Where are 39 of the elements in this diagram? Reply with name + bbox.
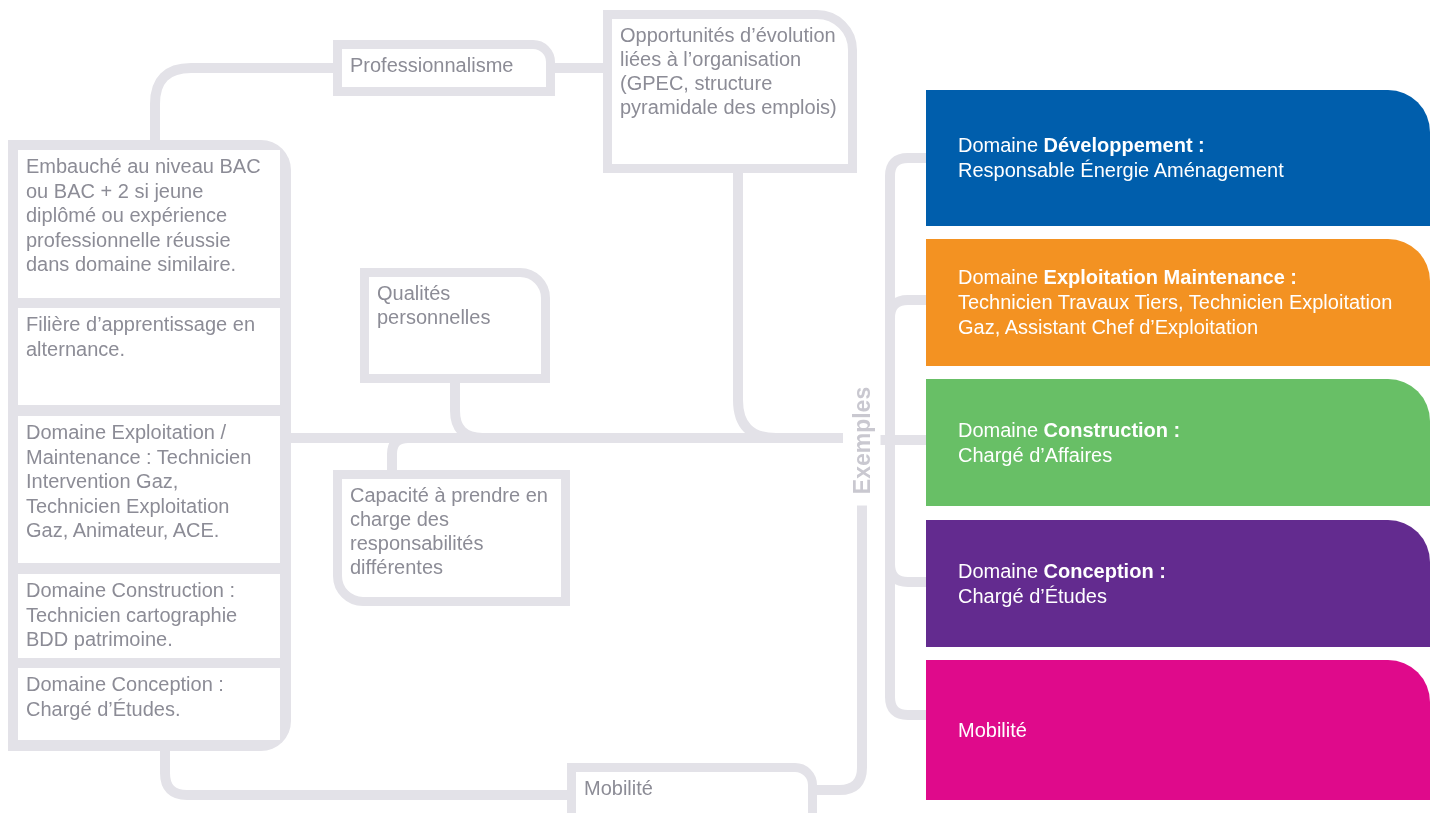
box-text: Domaine Conception : Chargé d’Études. — [26, 672, 225, 721]
category-box — [926, 660, 1430, 800]
box-heading: Domaine Construction : — [958, 417, 1182, 443]
text-box — [333, 40, 555, 96]
text-panel — [18, 308, 280, 405]
category-box — [926, 239, 1430, 366]
text-panel — [18, 150, 280, 298]
box-heading: Domaine Développement : — [958, 133, 1206, 158]
box-text: Embauché au niveau BAC ou BAC + 2 si jeune diplômé ou expérience professionnelle réussie dans domaine similaire. — [26, 154, 262, 277]
text-panel — [18, 574, 280, 658]
box-text: Filière d’apprentissage en alternance. — [26, 312, 257, 361]
box-text: Professionnalisme — [350, 53, 515, 77]
text-box — [333, 470, 570, 606]
connector-line — [150, 63, 333, 140]
box-text: Capacité à prendre en charge des responsabilités différentes — [350, 483, 549, 579]
box-heading: Domaine Exploitation Maintenance : — [958, 265, 1298, 290]
box-text: Responsable Énergie Aménagement — [958, 158, 1285, 183]
text-box — [567, 763, 817, 813]
text-box — [360, 268, 550, 383]
box-text: Domaine Exploitation / Maintenance : Technicien Intervention Gaz, Technicien Exploitation Gaz, Animateur, ACE. — [26, 420, 253, 543]
box-text: Mobilité — [584, 776, 654, 800]
connector-line — [555, 63, 603, 73]
text-panel — [18, 668, 280, 740]
box-text: Chargé d’Affaires — [958, 442, 1114, 468]
category-box — [926, 520, 1430, 647]
box-text: Technicien Travaux Tiers, Technicien Exploitation Gaz, Assistant Chef d’Exploitation — [958, 290, 1394, 340]
box-text: Domaine Construction : Technicien cartographie BDD patrimoine. — [26, 578, 239, 652]
box-heading: Domaine Conception : — [958, 558, 1167, 584]
text-panel — [18, 416, 280, 563]
connector-line — [160, 751, 567, 800]
connector-line — [817, 505, 867, 795]
category-box — [926, 90, 1430, 226]
box-text: Opportunités d’évolution liées à l’organisation (GPEC, structure pyramidale des emplois) — [620, 23, 838, 119]
box-text: Chargé d’Études — [958, 583, 1108, 609]
box-text: Qualités personnelles — [377, 281, 492, 329]
panel-outline — [8, 140, 291, 751]
box-text: Mobilité — [958, 717, 1028, 743]
text-box — [603, 10, 857, 173]
category-box — [926, 379, 1430, 506]
